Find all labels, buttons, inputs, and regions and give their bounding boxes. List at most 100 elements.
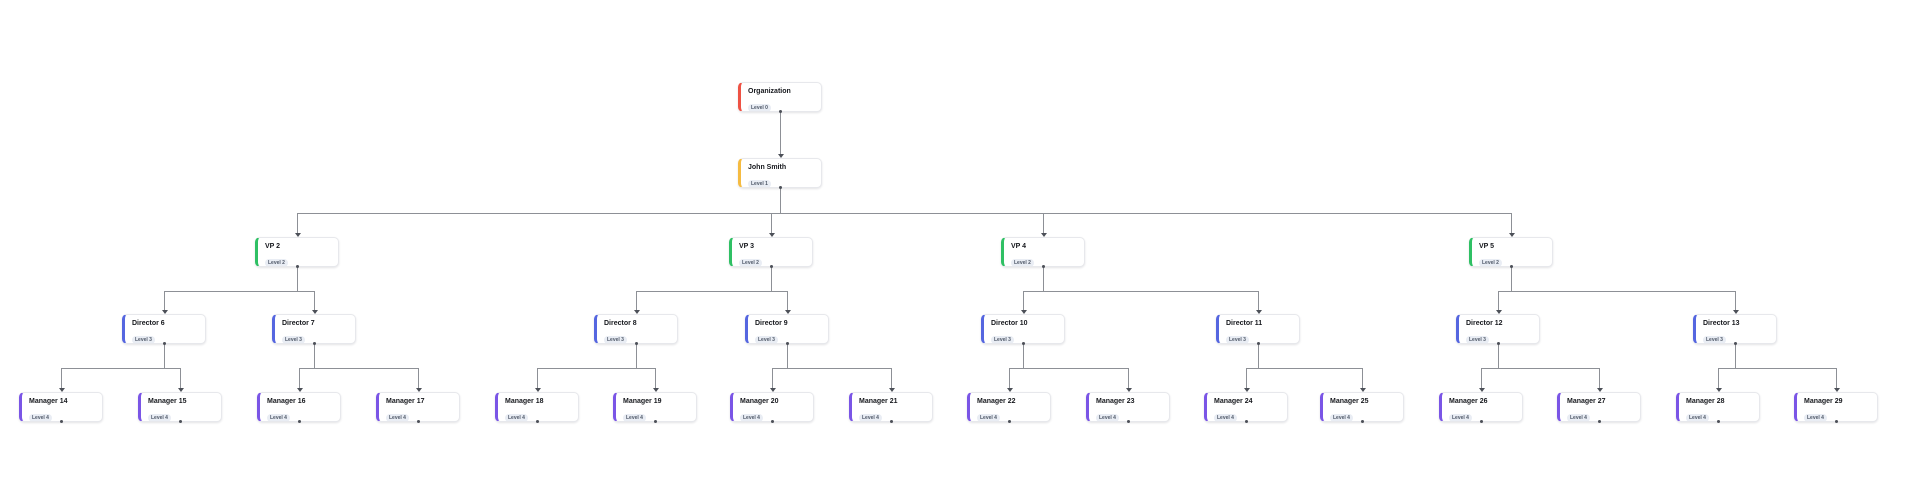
arrowhead-icon xyxy=(1716,388,1722,392)
node-title: VP 3 xyxy=(739,243,755,250)
node-title: Manager 20 xyxy=(740,398,779,405)
level-badge: Level 2 xyxy=(265,259,288,266)
arrowhead-icon xyxy=(1479,388,1485,392)
level-badge: Level 0 xyxy=(748,104,771,111)
connector-line xyxy=(787,344,788,368)
node-title: Director 8 xyxy=(604,320,637,327)
connector-line xyxy=(1599,368,1600,388)
level-badge: Level 4 xyxy=(267,414,290,421)
arrowhead-icon xyxy=(785,310,791,314)
node-handle xyxy=(1007,420,1011,423)
connector-line xyxy=(418,368,419,388)
connector-line xyxy=(1009,368,1129,369)
node-handle xyxy=(785,342,789,345)
node-handle xyxy=(1244,420,1248,423)
node-handle xyxy=(1733,342,1737,345)
node-title: VP 5 xyxy=(1479,243,1495,250)
connector-line xyxy=(1023,291,1024,310)
node-handle xyxy=(889,420,893,423)
level-badge: Level 4 xyxy=(386,414,409,421)
node-title: Manager 17 xyxy=(386,398,425,405)
node-title: Manager 16 xyxy=(267,398,306,405)
node-handle xyxy=(178,420,182,423)
level-badge: Level 2 xyxy=(739,259,762,266)
level-badge: Level 4 xyxy=(148,414,171,421)
level-badge: Level 4 xyxy=(1330,414,1353,421)
connector-line xyxy=(1258,344,1259,368)
connector-line xyxy=(1718,368,1837,369)
node-handle xyxy=(535,420,539,423)
node-handle xyxy=(653,420,657,423)
level-badge: Level 4 xyxy=(505,414,528,421)
connector-line xyxy=(771,267,772,291)
node-director-10[interactable]: Director 10 Level 3 xyxy=(981,314,1065,344)
node-handle xyxy=(416,420,420,423)
arrowhead-icon xyxy=(889,388,895,392)
node-manager-16[interactable]: Manager 16 Level 4 xyxy=(257,392,341,422)
connector-line xyxy=(314,344,315,368)
arrowhead-icon xyxy=(769,233,775,237)
node-handle xyxy=(59,420,63,423)
node-title: Director 10 xyxy=(991,320,1028,327)
node-handle xyxy=(1360,420,1364,423)
node-handle xyxy=(1509,265,1513,268)
arrowhead-icon xyxy=(1126,388,1132,392)
node-manager-17[interactable]: Manager 17 Level 4 xyxy=(376,392,460,422)
node-title: Manager 23 xyxy=(1096,398,1135,405)
connector-line xyxy=(1246,368,1363,369)
node-vp-3[interactable]: VP 3 Level 2 xyxy=(729,237,813,267)
level-badge: Level 3 xyxy=(991,336,1014,343)
connector-line xyxy=(1498,291,1736,292)
node-handle xyxy=(312,342,316,345)
level-badge: Level 3 xyxy=(282,336,305,343)
connector-line xyxy=(891,368,892,388)
connector-line xyxy=(771,213,772,233)
connector-line xyxy=(299,368,419,369)
node-title: John Smith xyxy=(748,164,787,171)
connector-line xyxy=(537,368,538,388)
node-title: Manager 22 xyxy=(977,398,1016,405)
node-handle xyxy=(297,420,301,423)
node-handle xyxy=(1126,420,1130,423)
connector-line xyxy=(164,344,165,368)
connector-line xyxy=(636,291,788,292)
node-manager-20[interactable]: Manager 20 Level 4 xyxy=(730,392,814,422)
connector-line xyxy=(1258,291,1259,310)
level-badge: Level 4 xyxy=(1567,414,1590,421)
arrowhead-icon xyxy=(535,388,541,392)
level-badge: Level 2 xyxy=(1011,259,1034,266)
level-badge: Level 4 xyxy=(740,414,763,421)
connector-line xyxy=(772,368,773,388)
connector-line xyxy=(1498,291,1499,310)
connector-line xyxy=(164,291,315,292)
connector-line xyxy=(180,368,181,388)
arrowhead-icon xyxy=(295,233,301,237)
arrowhead-icon xyxy=(312,310,318,314)
